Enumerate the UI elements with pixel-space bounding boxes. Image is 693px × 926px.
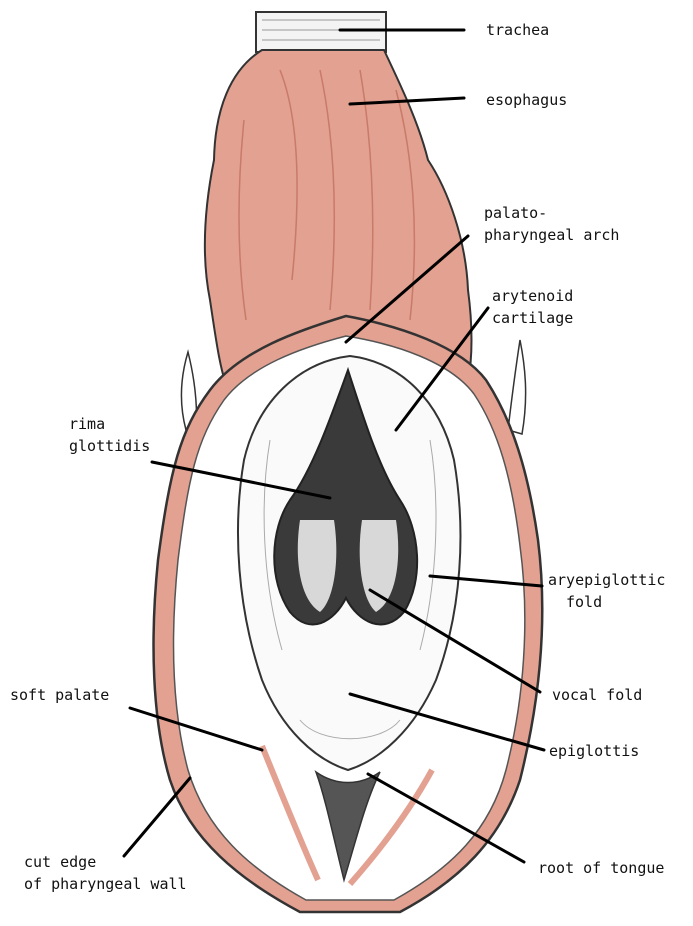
label-aryepiglottic-fold: aryepiglottic fold (548, 569, 665, 613)
label-rima-glottidis-line1: rima (69, 413, 150, 435)
label-aryepiglottic-fold-line1: aryepiglottic (548, 569, 665, 591)
label-cut-edge: cut edge of pharyngeal wall (24, 851, 187, 895)
label-aryepiglottic-fold-line2: fold (548, 591, 665, 613)
label-epiglottis: epiglottis (549, 740, 639, 762)
label-esophagus: esophagus (486, 89, 567, 111)
leader-cut-edge (124, 778, 190, 856)
label-palatopharyngeal-arch-line1: palato- (484, 202, 619, 224)
label-arytenoid-cartilage-line1: arytenoid (492, 285, 573, 307)
trachea-structure (256, 12, 386, 52)
label-trachea: trachea (486, 19, 549, 41)
label-palatopharyngeal-arch: palato- pharyngeal arch (484, 202, 619, 246)
label-soft-palate: soft palate (10, 684, 109, 706)
label-cut-edge-line1: cut edge (24, 851, 187, 873)
label-vocal-fold: vocal fold (552, 684, 642, 706)
label-cut-edge-line2: of pharyngeal wall (24, 873, 187, 895)
label-arytenoid-cartilage: arytenoid cartilage (492, 285, 573, 329)
label-rima-glottidis-line2: glottidis (69, 435, 150, 457)
label-rima-glottidis: rima glottidis (69, 413, 150, 457)
label-root-of-tongue: root of tongue (538, 857, 664, 879)
label-arytenoid-cartilage-line2: cartilage (492, 307, 573, 329)
label-palatopharyngeal-arch-line2: pharyngeal arch (484, 224, 619, 246)
right-horn (508, 340, 526, 434)
